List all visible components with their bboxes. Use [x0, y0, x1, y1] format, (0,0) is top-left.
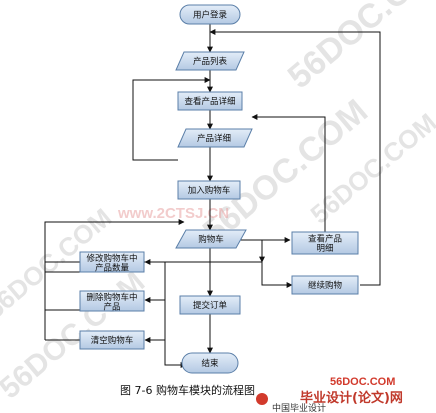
- node-view-detail-right-line1: 查看产品: [308, 234, 342, 245]
- node-modify-qty-line2: 产品数量: [95, 263, 130, 274]
- watermark-mid-site: www.2CTSJ.CN: [117, 205, 229, 222]
- node-start-label: 用户登录: [193, 10, 228, 21]
- node-modify-qty: 修改购物车中 产品数量: [79, 251, 145, 274]
- figure-caption: 图 7-6 购物车模块的流程图: [120, 383, 255, 397]
- node-product-detail-label: 产品详细: [197, 133, 231, 144]
- node-continue-shopping: 继续购物: [291, 275, 359, 295]
- site-logo: 56DOC.COM 中国毕业设计 毕业设计(论文)网: [256, 376, 403, 413]
- node-view-detail-right: 查看产品 明细: [291, 231, 359, 255]
- watermark-top-right: 56DOC.COM: [281, 0, 436, 96]
- node-submit-order-label: 提交订单: [193, 300, 228, 311]
- node-product-detail: 产品详细: [177, 128, 253, 148]
- node-add-cart: 加入购物车: [177, 180, 241, 200]
- node-clear-cart-label: 清空购物车: [91, 335, 134, 346]
- node-view-detail-right-line2: 明细: [316, 243, 333, 254]
- node-end-label: 结束: [201, 358, 219, 369]
- logo-emblem-icon: [256, 393, 268, 405]
- node-view-detail: 查看产品详细: [177, 91, 243, 111]
- node-clear-cart: 清空购物车: [79, 330, 145, 350]
- node-view-detail-label: 查看产品详细: [184, 96, 235, 107]
- node-delete-item-line2: 产品: [103, 302, 120, 313]
- node-modify-qty-line1: 修改购物车中: [86, 253, 137, 264]
- nodes: 用户登录 产品列表 查看产品详细 产品详细 加入购物车 购物车: [79, 4, 359, 374]
- node-product-list: 产品列表: [175, 51, 245, 71]
- node-cart: 购物车: [175, 229, 247, 249]
- node-submit-order: 提交订单: [179, 295, 241, 315]
- node-end: 结束: [181, 352, 239, 374]
- node-start: 用户登录: [179, 4, 241, 25]
- logo-domain: 56DOC.COM: [330, 376, 395, 388]
- node-product-list-label: 产品列表: [193, 56, 228, 67]
- logo-subtitle: 中国毕业设计: [272, 402, 326, 413]
- node-cart-label: 购物车: [198, 234, 224, 245]
- node-add-cart-label: 加入购物车: [188, 185, 231, 196]
- node-delete-item: 删除购物车中 产品: [79, 290, 145, 313]
- node-continue-shopping-label: 继续购物: [308, 280, 343, 291]
- node-delete-item-line1: 删除购物车中: [86, 292, 137, 303]
- logo-brand: 毕业设计(论文)网: [300, 390, 403, 406]
